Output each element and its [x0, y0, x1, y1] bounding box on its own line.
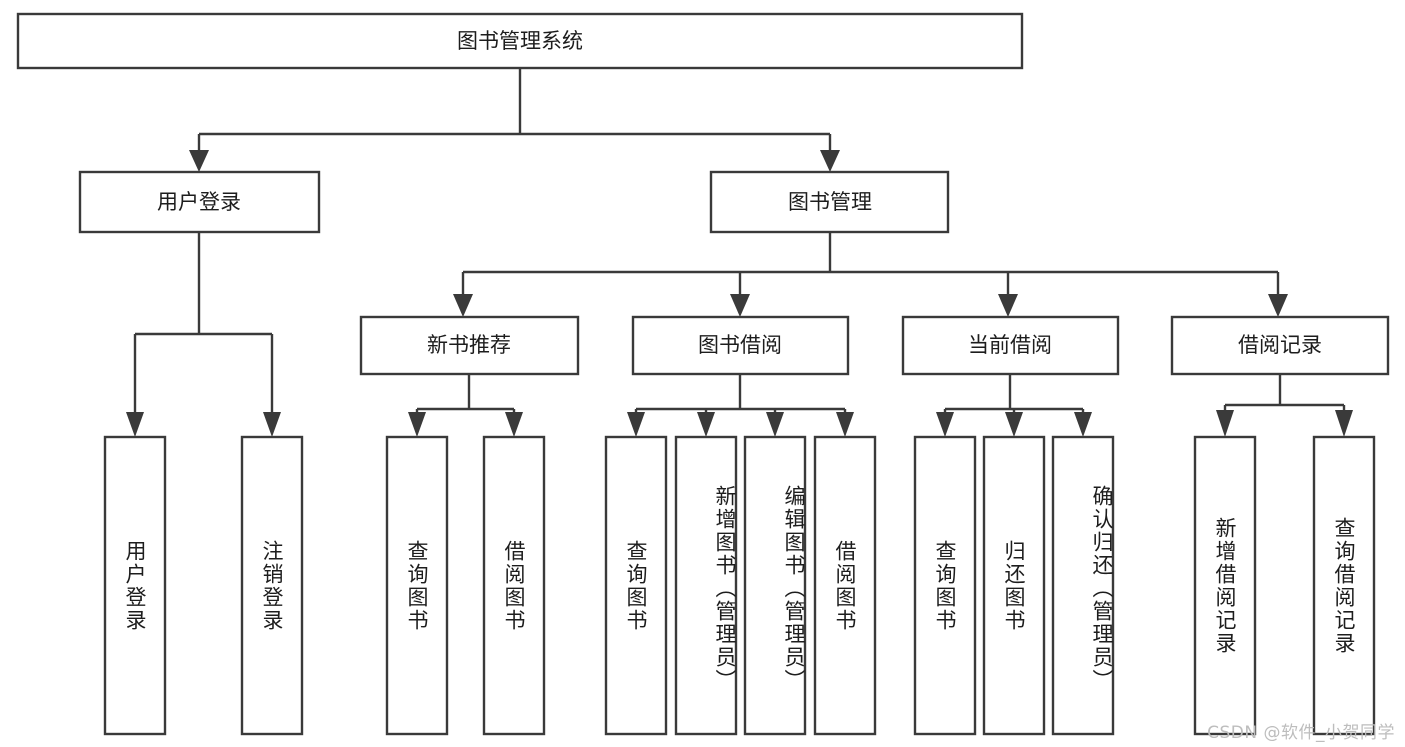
- leaf-box-new-book-1[interactable]: [385, 435, 449, 736]
- node-book-management-box: [709, 170, 950, 234]
- arrow-head-new-book-recommend: [453, 294, 473, 317]
- arrow-head-leaf-book-borrow-3: [766, 412, 784, 437]
- node-user-login[interactable]: 用户登录: [78, 170, 321, 234]
- node-book-borrow-box: [631, 315, 850, 376]
- arrow-head-leaf-book-borrow-2: [697, 412, 715, 437]
- node-book-borrow-label: 图书借阅: [698, 333, 782, 357]
- node-current-borrow-label: 当前借阅: [968, 333, 1052, 357]
- leaf-box-current-borrow-2[interactable]: [982, 435, 1046, 736]
- arrow-head-book-manage: [820, 150, 840, 172]
- arrow-head-leaf-book-borrow-1: [627, 412, 645, 437]
- node-borrow-record-box: [1170, 315, 1390, 376]
- node-current-borrow-box: [901, 315, 1120, 376]
- node-root-system[interactable]: 图书管理系统: [16, 12, 1024, 70]
- leaf-box-borrow-record-1[interactable]: [1193, 435, 1257, 736]
- arrow-head-leaf-borrow-record-2: [1335, 410, 1353, 437]
- arrow-head-leaf-current-borrow-2: [1005, 412, 1023, 437]
- leaf-box-book-borrow-1[interactable]: [604, 435, 668, 736]
- arrow-head-leaf-new-book-2: [505, 412, 523, 437]
- node-book-management-label: 图书管理: [788, 190, 872, 214]
- leaf-box-user-login-2[interactable]: [240, 435, 304, 736]
- node-borrow-record-label: 借阅记录: [1238, 333, 1322, 357]
- arrow-head-current-borrow: [998, 294, 1018, 317]
- leaf-box-layer: [103, 435, 1376, 736]
- leaf-box-current-borrow-1[interactable]: [913, 435, 977, 736]
- leaf-box-user-login-1[interactable]: [103, 435, 167, 736]
- node-user-login-label: 用户登录: [157, 190, 241, 214]
- arrow-head-leaf-borrow-record-1: [1216, 410, 1234, 437]
- node-user-login-box: [78, 170, 321, 234]
- leaf-box-book-borrow-3[interactable]: [743, 435, 807, 736]
- node-borrow-record[interactable]: 借阅记录: [1170, 315, 1390, 376]
- node-book-management[interactable]: 图书管理: [709, 170, 950, 234]
- arrow-head-borrow-record: [1268, 294, 1288, 317]
- leaf-box-book-borrow-4[interactable]: [813, 435, 877, 736]
- arrow-head-leaf-book-borrow-4: [836, 412, 854, 437]
- node-root-system-box: [16, 12, 1024, 70]
- arrow-head-leaf-current-borrow-1: [936, 412, 954, 437]
- node-new-book-recommend[interactable]: 新书推荐: [359, 315, 580, 376]
- leaf-box-borrow-record-2[interactable]: [1312, 435, 1376, 736]
- arrow-head-leaf-new-book-1: [408, 412, 426, 437]
- arrow-head-book-borrow: [730, 294, 750, 317]
- leaf-box-new-book-2[interactable]: [482, 435, 546, 736]
- arrow-head-leaf-user-login-1: [126, 412, 144, 437]
- leaf-box-book-borrow-2[interactable]: [674, 435, 738, 736]
- leaf-box-current-borrow-3[interactable]: [1051, 435, 1115, 736]
- node-book-borrow[interactable]: 图书借阅: [631, 315, 850, 376]
- csdn-watermark: CSDN @软件_小贺同学: [1207, 723, 1395, 743]
- arrow-head-leaf-current-borrow-3: [1074, 412, 1092, 437]
- connector-layer: [126, 68, 1353, 437]
- arrow-head-user-login: [189, 150, 209, 172]
- node-new-book-recommend-box: [359, 315, 580, 376]
- node-new-book-recommend-label: 新书推荐: [427, 333, 511, 357]
- node-current-borrow[interactable]: 当前借阅: [901, 315, 1120, 376]
- node-root-system-label: 图书管理系统: [457, 29, 583, 53]
- arrow-head-leaf-user-login-2: [263, 412, 281, 437]
